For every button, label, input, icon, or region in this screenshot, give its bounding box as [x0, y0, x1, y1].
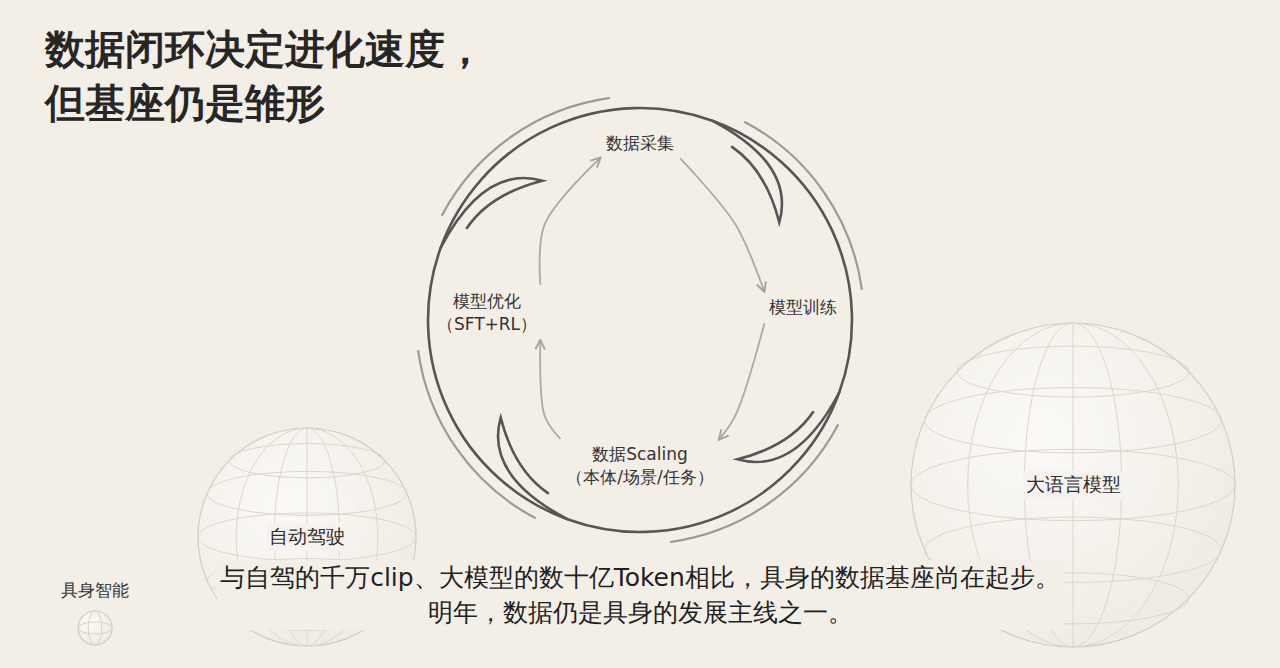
cycle-step: 模型优化（SFT+RL） — [434, 290, 540, 336]
cycle-arrow — [680, 158, 764, 291]
step-label: 数据Scaling — [563, 443, 716, 466]
sphere-outline — [78, 611, 112, 645]
cycle-arrow — [540, 158, 600, 285]
swirl-blade — [418, 351, 839, 532]
sphere-grid — [88, 611, 102, 645]
sphere-shape — [77, 610, 113, 646]
step-label: 模型优化 — [434, 290, 540, 313]
cycle-arrow — [540, 341, 560, 439]
step-note: （SFT+RL） — [434, 313, 540, 336]
step-note: （本体/场景/任务） — [563, 466, 716, 489]
cycle-step: 模型训练 — [766, 296, 840, 319]
cycle-step: 数据采集 — [603, 132, 677, 155]
caption: 与自驾的千万clip、大模型的数十亿Token相比，具身的数据基座尚在起步。 明… — [217, 560, 1063, 630]
sphere-label: 大语言模型 — [1023, 471, 1124, 499]
swirl-blade — [441, 108, 862, 289]
sphere-label: 自动驾驶 — [266, 523, 348, 551]
cycle-step: 数据Scaling（本体/场景/任务） — [563, 443, 716, 489]
step-label: 数据采集 — [603, 132, 677, 155]
sphere-label: 具身智能 — [61, 579, 129, 602]
cycle-arrow — [720, 323, 765, 439]
page-title: 数据闭环决定进化速度， 但基座仍是雏形 — [45, 22, 491, 130]
sphere-grid — [78, 622, 112, 634]
domain-dot: 具身智能 — [77, 610, 113, 646]
step-label: 模型训练 — [766, 296, 840, 319]
